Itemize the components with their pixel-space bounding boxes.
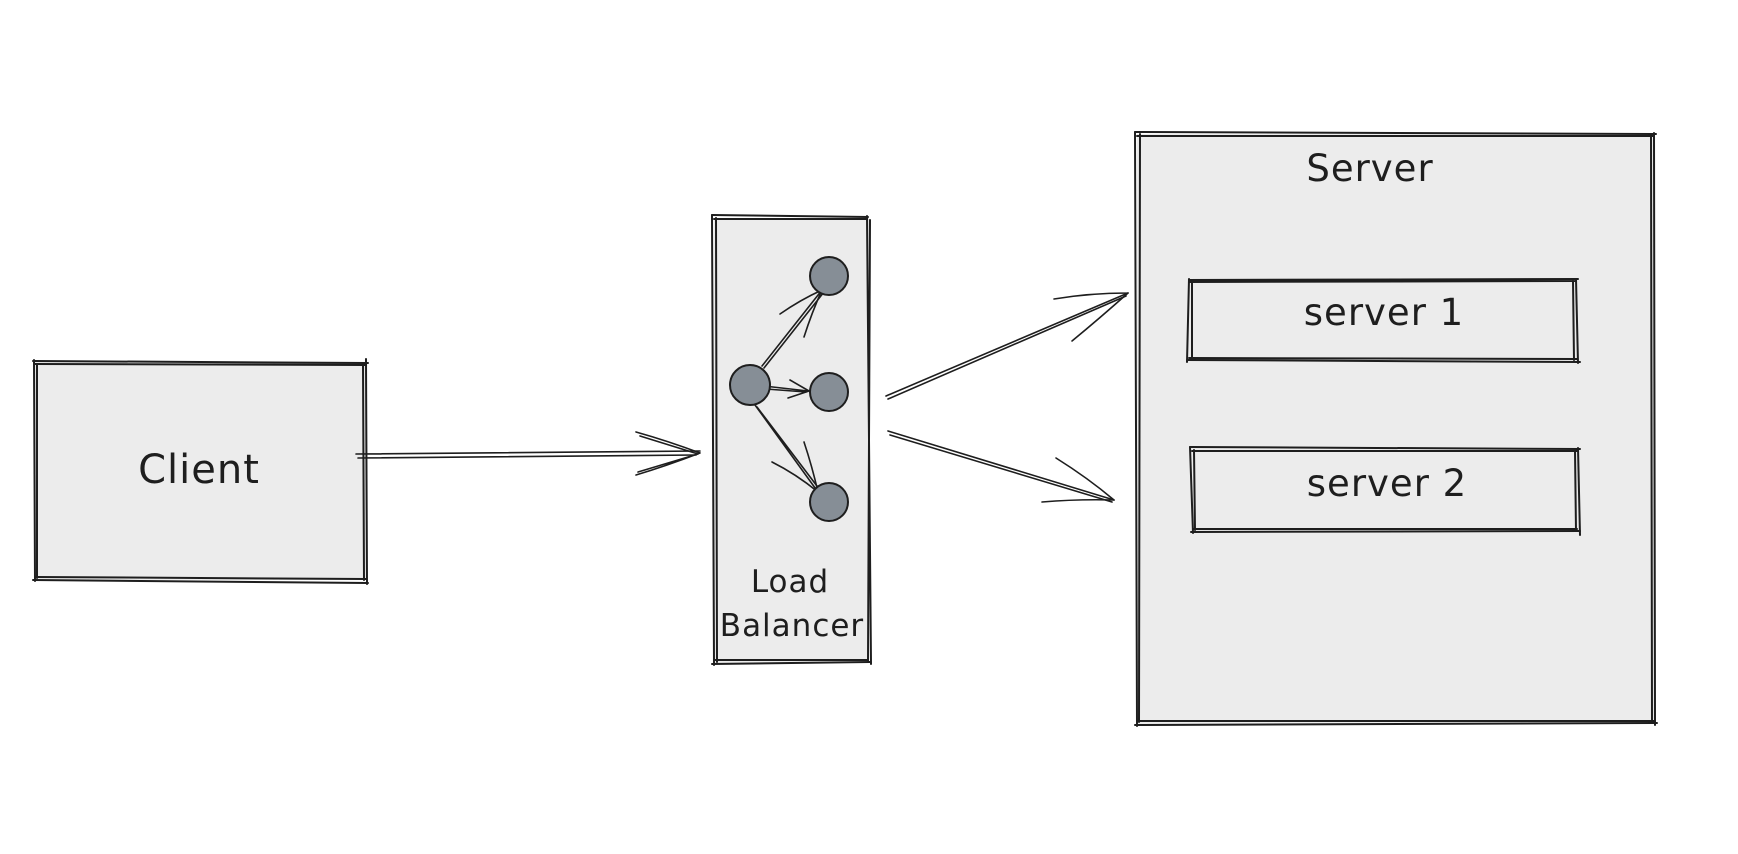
- arrow-load-balancer-to-server-2: [887, 430, 1115, 503]
- client-label: Client: [138, 447, 260, 493]
- load-balancer[interactable]: Load Balancer: [711, 214, 872, 666]
- arrow-load-balancer-to-server-1: [885, 292, 1129, 400]
- source-node: [729, 364, 771, 406]
- load-balancer-label-line2: Balancer: [720, 608, 864, 644]
- server-group-label: Server: [1306, 147, 1433, 190]
- client-box[interactable]: Client: [32, 358, 369, 585]
- arrow-client-to-load-balancer: [355, 431, 701, 476]
- server-2-box[interactable]: server 2: [1189, 446, 1581, 536]
- load-balancer-icon: [729, 256, 849, 522]
- server-2-label: server 2: [1307, 462, 1467, 505]
- load-balancer-label-line1: Load: [751, 564, 829, 600]
- server-1-label: server 1: [1304, 291, 1464, 334]
- target-node-bottom: [809, 482, 849, 522]
- server-group[interactable]: Server server 1 server 2: [1134, 131, 1658, 727]
- target-node-top: [809, 256, 849, 296]
- target-node-middle: [809, 372, 849, 412]
- server-1-box[interactable]: server 1: [1186, 278, 1581, 364]
